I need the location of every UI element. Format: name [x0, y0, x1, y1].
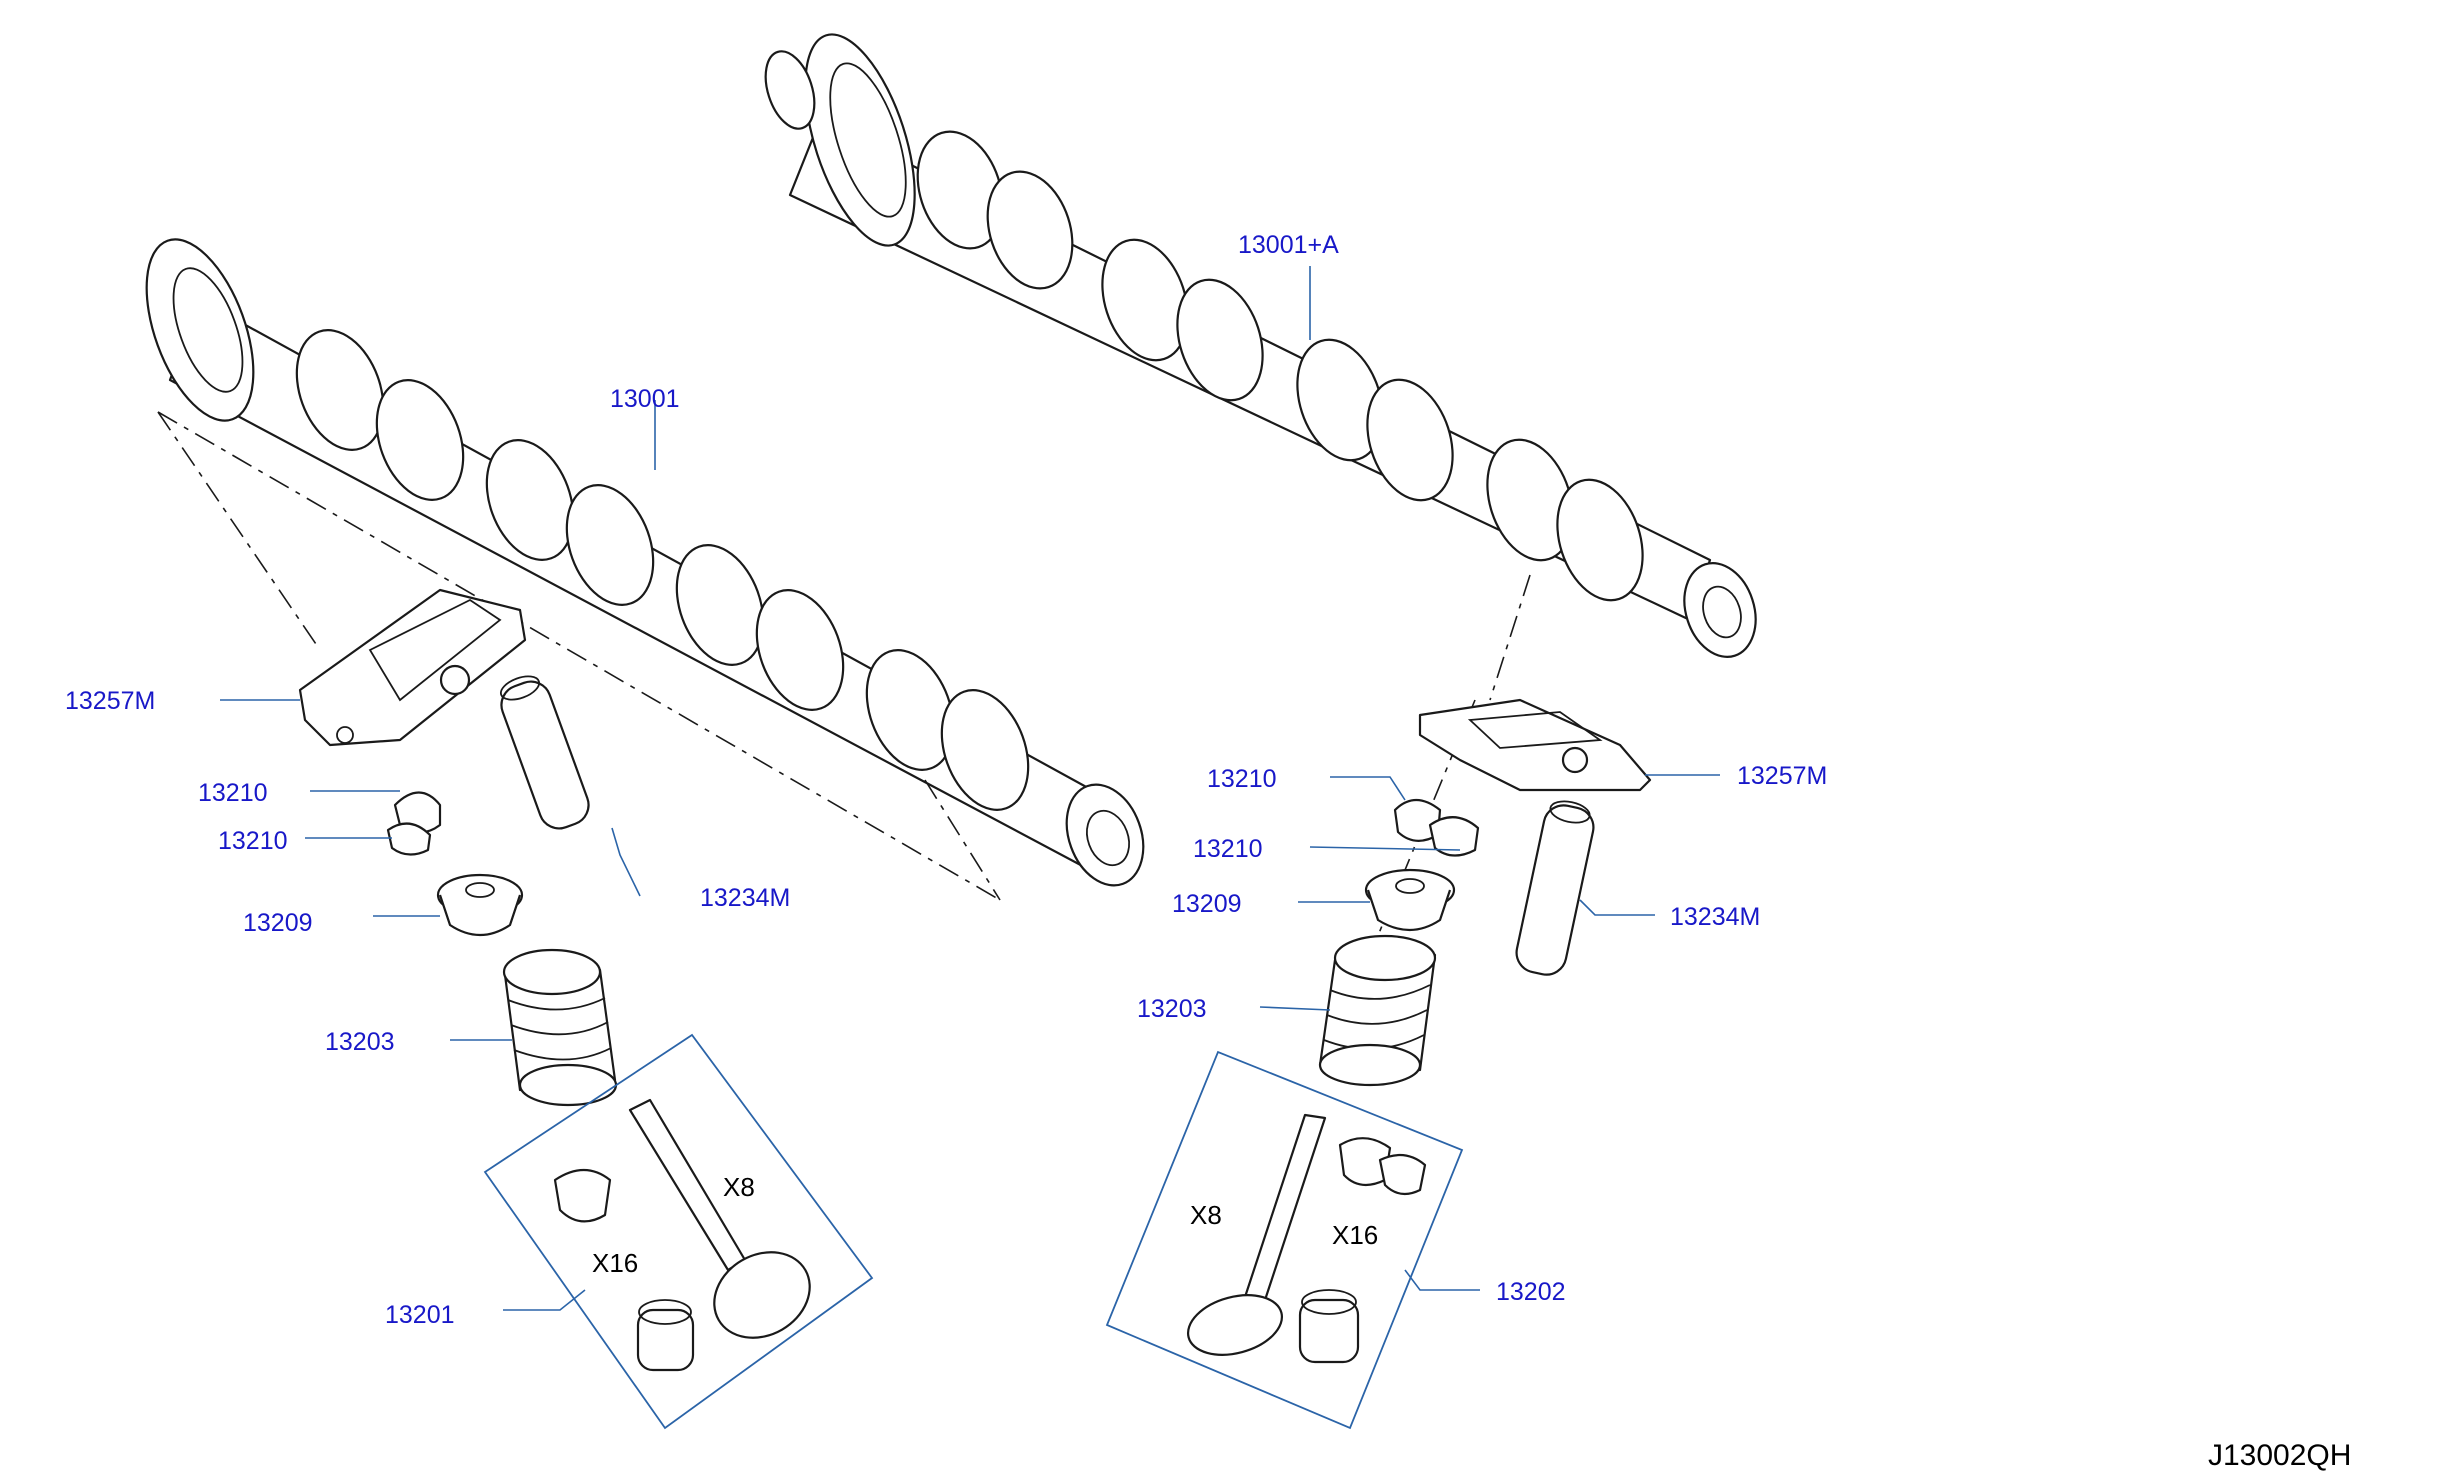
valve-spring-right[interactable] [1318, 934, 1437, 1087]
callout-valve-kit-exhaust[interactable]: 13202 [1496, 1278, 1566, 1306]
camshaft-intake[interactable] [125, 225, 1156, 896]
spring-retainer-right[interactable] [1364, 868, 1456, 931]
leader-lines [220, 266, 1720, 1311]
callout-adjuster-left[interactable]: 13234M [700, 884, 790, 912]
lash-adjuster-right[interactable] [1513, 798, 1597, 978]
rocker-arm-left[interactable] [298, 588, 527, 747]
callout-adjuster-right[interactable]: 13234M [1670, 903, 1760, 931]
rocker-arm-right[interactable] [1418, 698, 1652, 792]
callout-spring-right[interactable]: 13203 [1137, 995, 1207, 1023]
qty-right-valve: X8 [1190, 1200, 1222, 1230]
lash-adjuster-left[interactable] [496, 672, 594, 834]
callout-camshaft-exhaust[interactable]: 13001+A [1238, 231, 1339, 259]
callout-collet-left-upper[interactable]: 13210 [198, 779, 268, 807]
callouts: 13001+A 13001 13257M 13210 13210 13209 1… [65, 231, 1827, 1329]
callout-spring-left[interactable]: 13203 [325, 1028, 395, 1056]
callout-collet-left-lower[interactable]: 13210 [218, 827, 288, 855]
camshaft-exhaust[interactable] [757, 21, 1767, 666]
valve-collet-right[interactable] [1393, 798, 1480, 857]
qty-left-valve: X8 [723, 1172, 755, 1202]
callout-rocker-left[interactable]: 13257M [65, 687, 155, 715]
valve-spring-left[interactable] [502, 948, 618, 1107]
callout-retainer-right[interactable]: 13209 [1172, 890, 1242, 918]
valve-collet-left[interactable] [386, 791, 442, 856]
drawing-number: J13002QH [2208, 1439, 2351, 1472]
quantity-labels: X8 X16 X8 X16 [592, 1172, 1378, 1278]
qty-right-seals: X16 [1332, 1220, 1378, 1250]
valve-kit-exhaust[interactable] [1105, 1050, 1464, 1430]
callout-camshaft-intake[interactable]: 13001 [610, 385, 680, 413]
spring-retainer-left[interactable] [436, 873, 524, 936]
callout-collet-right-upper[interactable]: 13210 [1207, 765, 1277, 793]
callout-collet-right-lower[interactable]: 13210 [1193, 835, 1263, 863]
qty-left-seals: X16 [592, 1248, 638, 1278]
callout-rocker-right[interactable]: 13257M [1737, 762, 1827, 790]
callout-retainer-left[interactable]: 13209 [243, 909, 313, 937]
valve-kit-intake[interactable] [483, 1033, 874, 1430]
callout-valve-kit-intake[interactable]: 13201 [385, 1301, 455, 1329]
